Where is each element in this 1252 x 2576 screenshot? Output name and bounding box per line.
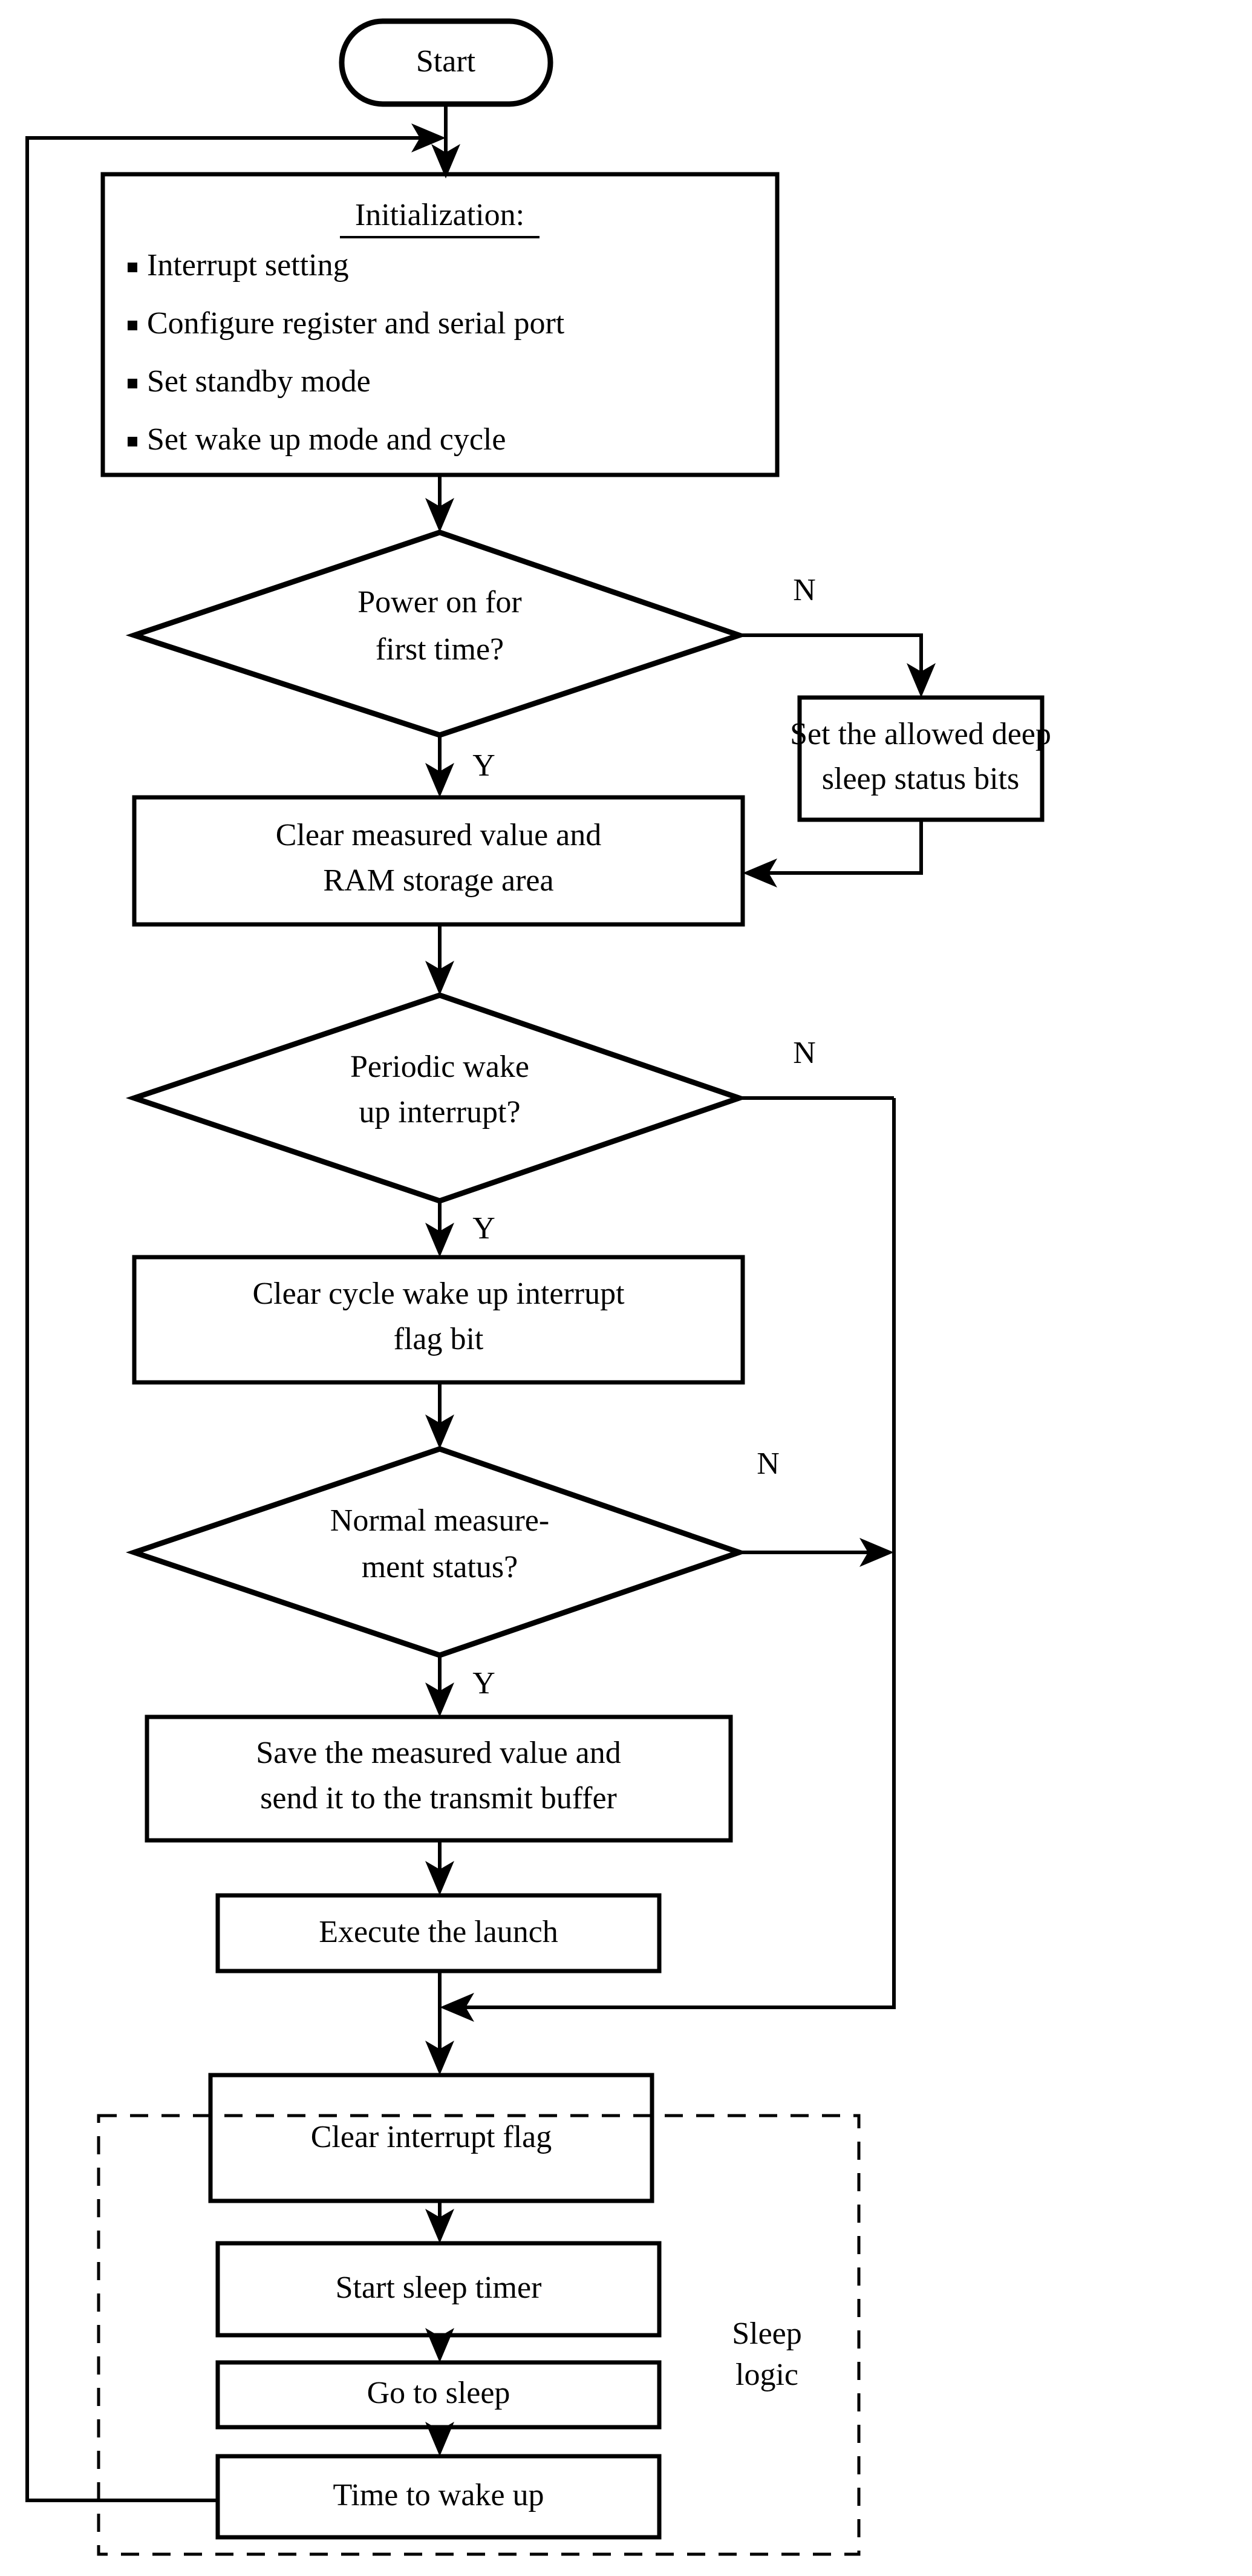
node-power-on-decision-line2: first time? xyxy=(376,632,504,667)
node-execute-launch-label: Execute the launch xyxy=(319,1915,558,1949)
node-clear-measured-value[interactable]: Clear measured value and RAM storage are… xyxy=(132,795,745,927)
node-set-deep-sleep-bits-line1: Set the allowed deep xyxy=(790,717,1051,751)
node-clear-measured-value-line2: RAM storage area xyxy=(323,863,553,898)
node-time-to-wake-up[interactable]: Time to wake up xyxy=(215,2454,662,2540)
node-save-measured-value[interactable]: Save the measured value and send it to t… xyxy=(145,1715,733,1843)
connector-normal-no-to-bypass xyxy=(739,1538,894,1567)
connector-execute-to-clearflag xyxy=(425,1971,454,2075)
node-go-to-sleep-label: Go to sleep xyxy=(367,2376,510,2410)
connector-gotosleep-to-timetowake xyxy=(425,2422,454,2456)
node-clear-measured-value-line1: Clear measured value and xyxy=(276,818,602,852)
connector-save-to-execute xyxy=(425,1840,454,1895)
sleep-logic-group-label-line2: logic xyxy=(735,2358,798,2392)
node-start[interactable]: Start xyxy=(339,18,553,107)
node-set-deep-sleep-bits[interactable]: Set the allowed deep sleep status bits xyxy=(790,695,1051,822)
node-execute-launch[interactable]: Execute the launch xyxy=(215,1893,662,1973)
node-initialization-heading: Initialization: xyxy=(355,198,524,232)
branch-label-power-on-no: N xyxy=(793,573,816,607)
connector-power-yes-to-clear xyxy=(425,735,454,797)
node-periodic-wake-decision-line1: Periodic wake xyxy=(350,1050,529,1084)
node-clear-cycle-flag-line2: flag bit xyxy=(394,1322,484,1356)
branch-label-periodic-wake-yes: Y xyxy=(472,1211,495,1246)
connector-init-to-power-decision xyxy=(425,475,454,532)
node-clear-interrupt-flag[interactable]: Clear interrupt flag xyxy=(208,2073,654,2203)
branch-label-periodic-wake-no: N xyxy=(793,1036,816,1070)
node-power-on-decision-line1: Power on for xyxy=(357,585,522,619)
node-go-to-sleep[interactable]: Go to sleep xyxy=(215,2360,662,2430)
node-initialization-bullet-0: Interrupt setting xyxy=(147,248,349,283)
sleep-logic-group-box xyxy=(97,2114,861,2556)
node-normal-measurement-decision[interactable]: Normal measure- ment status? xyxy=(125,1446,748,1658)
branch-label-normal-measurement-no: N xyxy=(757,1447,780,1481)
connector-clearcycle-to-normal xyxy=(425,1382,454,1449)
node-initialization-bullet-3: Set wake up mode and cycle xyxy=(147,422,506,457)
node-periodic-wake-decision-line2: up interrupt? xyxy=(359,1095,520,1129)
node-save-measured-value-line1: Save the measured value and xyxy=(256,1736,621,1770)
node-save-measured-value-line2: send it to the transmit buffer xyxy=(260,1781,617,1816)
sleep-logic-group-label-line1: Sleep xyxy=(732,2316,802,2351)
node-normal-measurement-decision-line1: Normal measure- xyxy=(330,1503,549,1538)
node-start-label: Start xyxy=(416,44,476,79)
node-initialization[interactable]: Initialization: Interrupt setting Config… xyxy=(100,172,780,477)
connector-feedback-loop xyxy=(25,123,446,2502)
node-clear-cycle-flag-line1: Clear cycle wake up interrupt xyxy=(252,1277,625,1311)
connector-power-no-to-deep-sleep xyxy=(739,633,936,698)
connector-deep-sleep-to-clear xyxy=(743,820,923,888)
connector-periodic-yes-to-clearcycle xyxy=(425,1201,454,1257)
connector-start-to-init xyxy=(431,104,460,178)
connector-bypass-rail xyxy=(440,1098,896,2022)
node-normal-measurement-decision-line2: ment status? xyxy=(362,1550,518,1584)
node-start-sleep-timer-label: Start sleep timer xyxy=(336,2270,542,2305)
node-set-deep-sleep-bits-line2: sleep status bits xyxy=(822,762,1019,796)
node-time-to-wake-up-label: Time to wake up xyxy=(333,2478,544,2512)
node-periodic-wake-decision[interactable]: Periodic wake up interrupt? xyxy=(125,992,748,1204)
node-power-on-decision[interactable]: Power on for first time? xyxy=(125,529,748,738)
node-start-sleep-timer[interactable]: Start sleep timer xyxy=(215,2241,662,2338)
branch-label-normal-measurement-yes: Y xyxy=(472,1666,495,1701)
node-clear-interrupt-flag-label: Clear interrupt flag xyxy=(311,2120,552,2154)
node-initialization-bullet-1: Configure register and serial port xyxy=(147,306,565,341)
node-initialization-bullet-2: Set standby mode xyxy=(147,364,371,399)
connector-clear-to-periodic xyxy=(425,924,454,995)
connector-normal-yes-to-save xyxy=(425,1655,454,1717)
branch-label-power-on-yes: Y xyxy=(472,748,495,783)
connector-clearflag-to-sleeptimer xyxy=(425,2201,454,2243)
node-clear-cycle-flag[interactable]: Clear cycle wake up interrupt flag bit xyxy=(132,1255,745,1385)
